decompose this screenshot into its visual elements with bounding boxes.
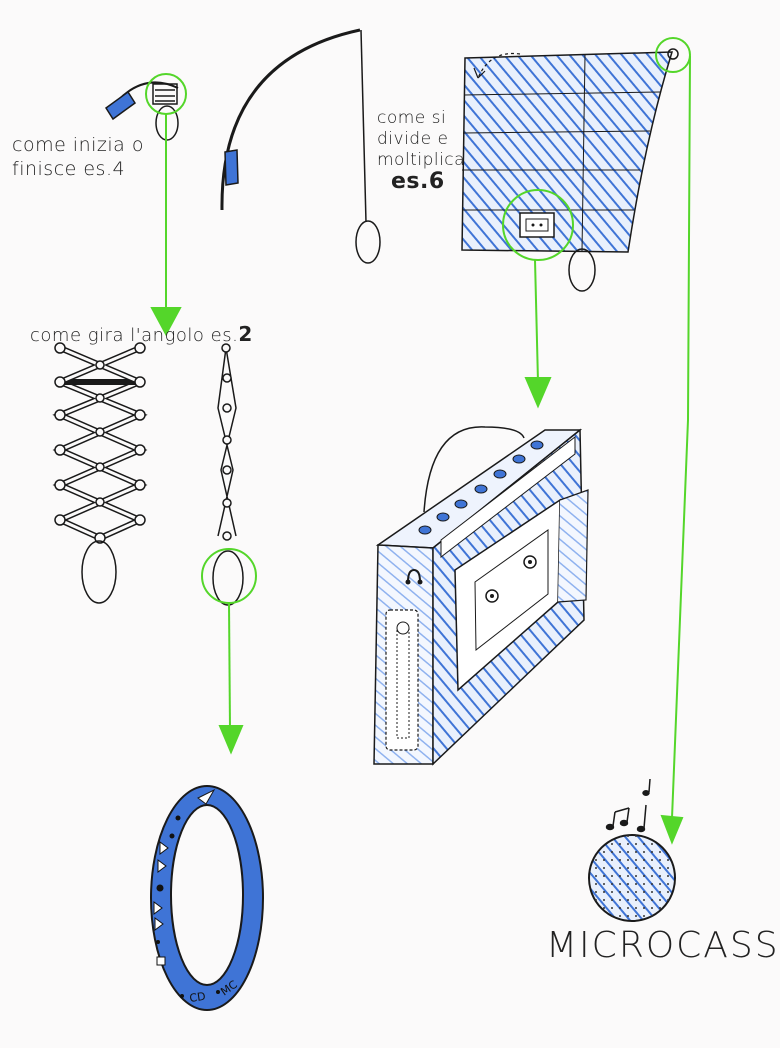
hook-mobile-sketch bbox=[104, 73, 187, 141]
folded-chain-sketch bbox=[201, 343, 257, 606]
cassette-player-sketch bbox=[373, 426, 589, 766]
folding-panel-sketch bbox=[461, 37, 691, 292]
note-divide-number: es.6 bbox=[391, 169, 445, 194]
note-corner: come gira l'angolo es.2 bbox=[30, 322, 253, 346]
ring-player-sketch bbox=[150, 785, 264, 1011]
music-notes-icon bbox=[605, 778, 651, 833]
note-turn-end: come inizia o finisce es.4 bbox=[12, 134, 144, 180]
note-divide-text: come si divide e moltiplica bbox=[377, 108, 466, 170]
note-speakers: MICROCASSE bbox=[546, 925, 780, 966]
arc-mobile-sketch bbox=[220, 28, 381, 264]
ring-label-cd: CD bbox=[189, 990, 207, 1005]
note-divide: come si divide e moltiplica es.6 bbox=[377, 108, 467, 194]
note-corner-number: 2 bbox=[238, 322, 253, 346]
note-corner-text: come gira l'angolo es. bbox=[30, 325, 239, 346]
green-connector-arrows bbox=[150, 55, 691, 845]
micro-speaker-sketch bbox=[588, 778, 676, 922]
scissor-lattice-sketch bbox=[52, 342, 148, 604]
